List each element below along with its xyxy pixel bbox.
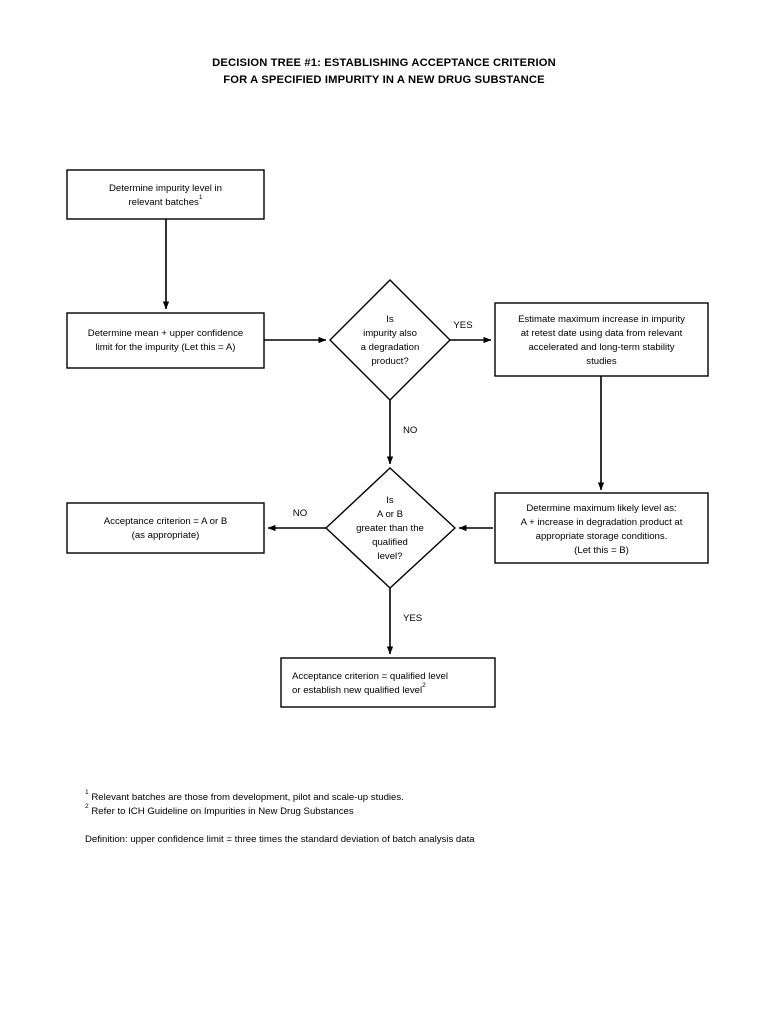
node-acceptance-criterion-a-or-b-box[interactable] (66, 502, 265, 554)
decision-qualified-line-4: qualified (372, 537, 408, 548)
decision-qualified-line-5: level? (377, 551, 402, 562)
decision-qualified-line-1: Is (386, 495, 394, 506)
page-title: DECISION TREE #1: ESTABLISHING ACCEPTANC… (212, 57, 556, 86)
footnote-2-text: Refer to ICH Guideline on Impurities in … (91, 806, 354, 817)
node-determine-impurity-level-line-1: Determine impurity level in (109, 183, 222, 194)
page-title-line-2: FOR A SPECIFIED IMPURITY IN A NEW DRUG S… (223, 74, 545, 86)
edge-label-yes-degradation: YES (453, 320, 472, 331)
node-determine-impurity-level-line-2: relevant batches1 (128, 193, 202, 208)
decision-degradation-line-2: impurity also (363, 328, 417, 339)
decision-degradation-line-3: a degradation (361, 342, 420, 353)
decision-degradation-line-1: Is (386, 314, 394, 325)
node-determine-impurity-level[interactable]: Determine impurity level in relevant bat… (66, 169, 265, 220)
node-determine-mean-ucl-line-1: Determine mean + upper confidence (88, 328, 243, 339)
node-determine-impurity-level-line-2-text: relevant batches (128, 197, 199, 208)
node-determine-maximum-likely-level-line-4: (Let this = B) (574, 545, 629, 556)
decision-is-impurity-degradation-product-diamond[interactable] (329, 279, 451, 401)
footnote-2: 2 Refer to ICH Guideline on Impurities i… (85, 802, 354, 817)
node-determine-maximum-likely-level-line-3: appropriate storage conditions. (536, 531, 668, 542)
footnotes: 1 Relevant batches are those from develo… (85, 788, 475, 845)
node-acceptance-criterion-a-or-b-line-1: Acceptance criterion = A or B (104, 516, 227, 527)
node-determine-mean-ucl[interactable]: Determine mean + upper confidence limit … (66, 312, 265, 369)
footnote-definition: Definition: upper confidence limit = thr… (85, 834, 475, 845)
node-estimate-maximum-increase-line-1: Estimate maximum increase in impurity (518, 314, 685, 325)
decision-is-a-or-b-greater-than-qualified-level-diamond[interactable] (324, 467, 457, 589)
decision-is-impurity-degradation-product[interactable]: Is impurity also a degradation product? (329, 279, 451, 401)
decision-qualified-line-3: greater than the (356, 523, 424, 534)
node-acceptance-criterion-a-or-b[interactable]: Acceptance criterion = A or B (as approp… (66, 502, 265, 554)
decision-is-a-or-b-greater-than-qualified-level[interactable]: Is A or B greater than the qualified lev… (324, 467, 457, 589)
node-estimate-maximum-increase-line-3: accelerated and long-term stability (528, 342, 674, 353)
node-estimate-maximum-increase-line-2: at retest date using data from relevant (521, 328, 683, 339)
footnote-2-marker: 2 (85, 802, 89, 809)
decision-degradation-line-4: product? (371, 356, 408, 367)
node-determine-maximum-likely-level-line-2: A + increase in degradation product at (521, 517, 683, 528)
node-determine-mean-ucl-box[interactable] (66, 312, 265, 369)
footnote-marker-1-ref: 1 (199, 193, 203, 200)
node-estimate-maximum-increase-box[interactable] (494, 302, 709, 377)
node-determine-impurity-level-box[interactable] (66, 169, 265, 220)
node-determine-maximum-likely-level[interactable]: Determine maximum likely level as: A + i… (494, 492, 709, 564)
node-determine-maximum-likely-level-line-1: Determine maximum likely level as: (526, 503, 676, 514)
node-estimate-maximum-increase-line-4: studies (586, 356, 617, 367)
edge-label-yes-qualified: YES (403, 613, 422, 624)
node-acceptance-criterion-qualified-level[interactable]: Acceptance criterion = qualified level o… (280, 657, 496, 708)
footnote-1-text: Relevant batches are those from developm… (91, 792, 404, 803)
footnote-1-marker: 1 (85, 788, 89, 795)
node-acceptance-criterion-qualified-level-line-2: or establish new qualified level2 (292, 681, 426, 696)
edge-label-no-degradation: NO (403, 425, 417, 436)
decision-qualified-line-2: A or B (377, 509, 403, 520)
node-acceptance-criterion-qualified-level-box[interactable] (280, 657, 496, 708)
node-acceptance-criterion-a-or-b-line-2: (as appropriate) (132, 530, 200, 541)
page-title-line-1: DECISION TREE #1: ESTABLISHING ACCEPTANC… (212, 57, 556, 69)
node-acceptance-criterion-qualified-level-line-1: Acceptance criterion = qualified level (292, 671, 448, 682)
node-estimate-maximum-increase[interactable]: Estimate maximum increase in impurity at… (494, 302, 709, 377)
node-determine-mean-ucl-line-2: limit for the impurity (Let this = A) (96, 342, 236, 353)
node-acceptance-criterion-qualified-level-line-2-text: or establish new qualified level (292, 685, 422, 696)
node-determine-maximum-likely-level-box[interactable] (494, 492, 709, 564)
connector-layer (162, 219, 605, 655)
edge-label-no-qualified: NO (293, 508, 307, 519)
edge-label-layer: YES NO NO YES (293, 320, 473, 624)
footnote-1: 1 Relevant batches are those from develo… (85, 788, 404, 803)
footnote-marker-2-ref: 2 (422, 681, 426, 688)
